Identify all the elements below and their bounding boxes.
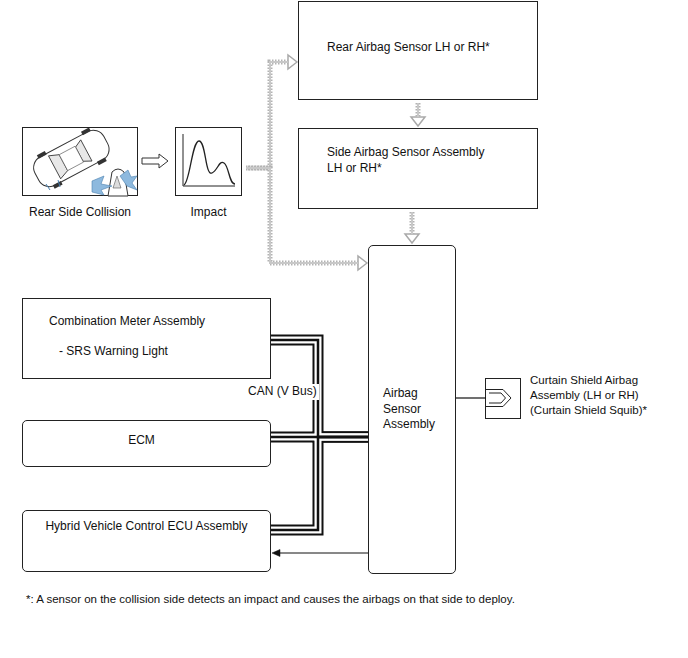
impact-graph — [183, 134, 235, 186]
arrow-head — [288, 55, 297, 69]
airbag-module: Curtain Shield Airbag Assembly (LH or RH… — [485, 372, 686, 422]
collision-picture: Rear Side Collision — [22, 127, 138, 227]
box-label: Side Airbag Sensor Assembly LH or RH* — [327, 145, 497, 176]
signal-path — [246, 62, 288, 168]
squib-symbol — [486, 379, 521, 419]
signal-path — [417, 103, 419, 117]
signal-wire — [280, 553, 368, 554]
signal-wire — [456, 397, 486, 398]
box-label: Rear Airbag Sensor LH or RH* — [327, 40, 527, 56]
ecu-box: Airbag Sensor Assembly — [368, 245, 456, 574]
arrow-head — [272, 550, 280, 557]
ecu-box: Hybrid Vehicle Control ECU Assembly — [22, 510, 271, 572]
car-illustration — [28, 123, 137, 196]
box-label: Hybrid Vehicle Control ECU Assembly — [31, 519, 262, 535]
meter-box: Combination Meter Assembly - SRS Warning … — [22, 298, 271, 379]
ecu-box: ECM — [22, 420, 271, 467]
signal-path — [410, 212, 415, 234]
box-label: Rear Side Collision — [22, 205, 138, 221]
box-label: Airbag Sensor Assembly — [383, 386, 449, 433]
signal-path — [246, 62, 288, 168]
can-bus-line — [271, 437, 368, 530]
arrow-head — [405, 234, 419, 243]
box-label: ECM — [23, 433, 260, 449]
bus-label: CAN (V Bus) — [246, 384, 319, 400]
impact-picture: Impact — [175, 127, 242, 227]
arrow-head — [358, 256, 367, 270]
footnote: *: A sensor on the collision side detect… — [26, 592, 681, 607]
signal-path — [416, 103, 421, 117]
box-label: Impact — [175, 205, 242, 221]
box-label: Curtain Shield Airbag Assembly (LH or RH… — [530, 373, 682, 418]
signal-path — [411, 212, 413, 234]
impact-frame — [176, 128, 242, 196]
box-label: Combination Meter Assembly — [49, 314, 260, 330]
can-bus-line — [271, 437, 368, 530]
arrow-head — [411, 117, 425, 126]
can-bus-line — [271, 437, 368, 530]
sensor-box: Side Airbag Sensor Assembly LH or RH* — [298, 128, 538, 209]
sensor-box: Rear Airbag Sensor LH or RH* — [298, 1, 538, 100]
flow-arrow — [142, 154, 168, 168]
box-sublabel: - SRS Warning Light — [49, 344, 260, 360]
